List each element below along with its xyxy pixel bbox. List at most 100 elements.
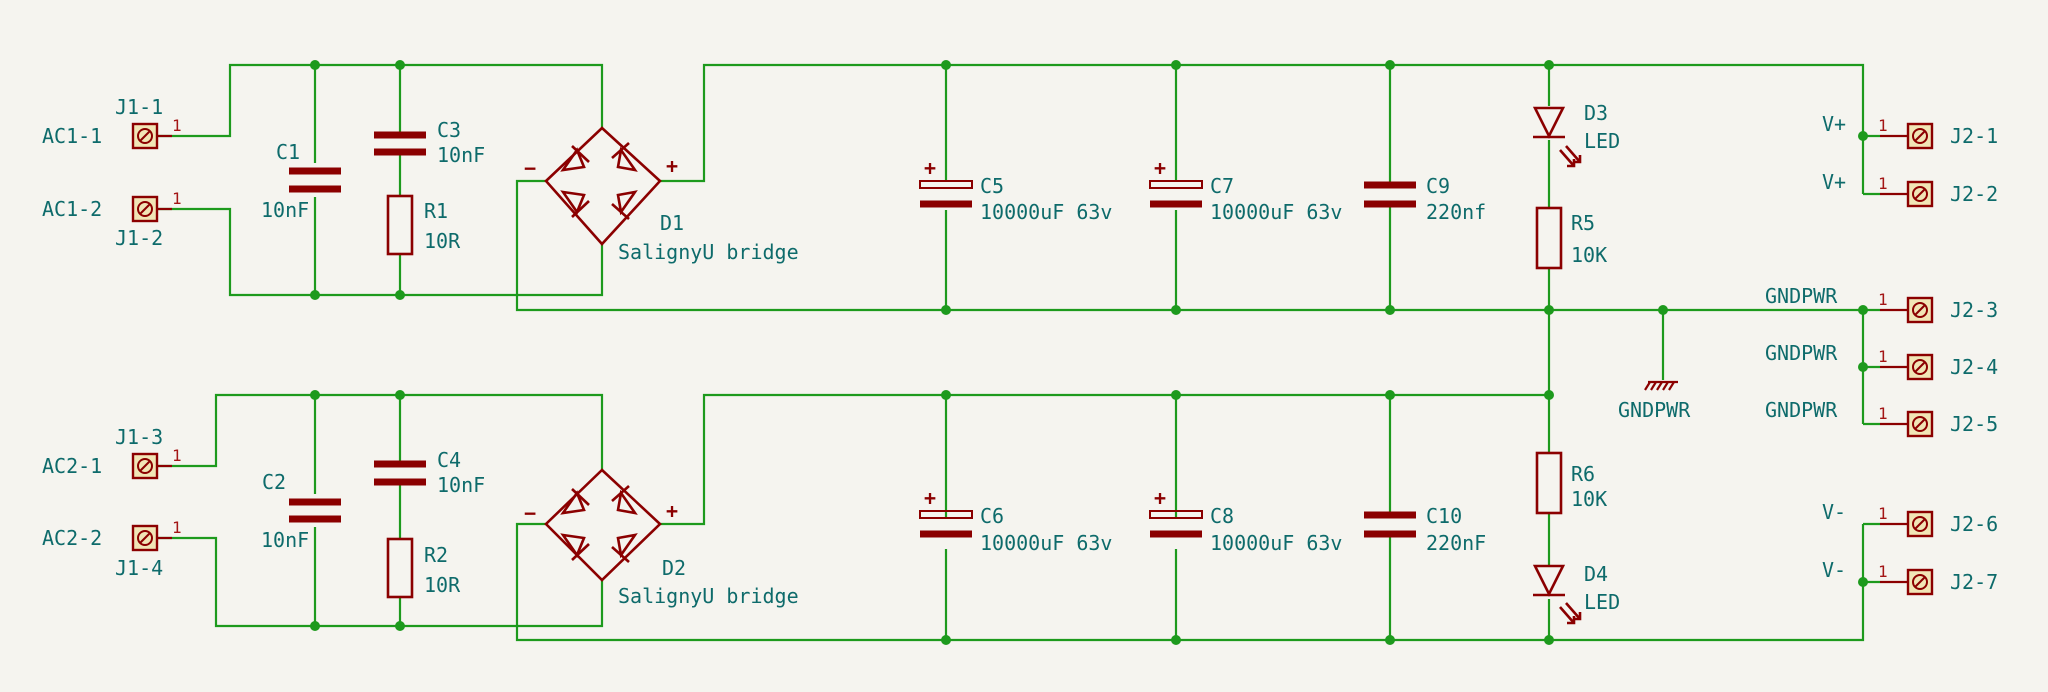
ref-label: C3 xyxy=(437,118,461,142)
net-label: GNDPWR xyxy=(1765,284,1838,308)
ref-label: C8 xyxy=(1210,504,1234,528)
ref-label: J2-6 xyxy=(1950,512,1998,536)
value-label: 10R xyxy=(424,573,461,597)
pin-number: 1 xyxy=(1878,174,1888,193)
capacitor-c8[interactable]: + C8 10000uF 63v xyxy=(1149,486,1342,555)
value-label: 10nF xyxy=(261,528,309,552)
net-label: AC2-2 xyxy=(42,526,102,550)
capacitor-c6[interactable]: + C6 10000uF 63v xyxy=(919,486,1112,555)
minus-sign: − xyxy=(524,501,536,525)
value-label: 10nF xyxy=(437,473,485,497)
pin-number: 1 xyxy=(1878,347,1888,366)
net-label: GNDPWR xyxy=(1765,341,1838,365)
capacitor-c1[interactable]: C1 10nF xyxy=(261,140,341,222)
ref-label: R6 xyxy=(1571,462,1595,486)
ref-label: C5 xyxy=(980,174,1004,198)
net-label: V- xyxy=(1822,558,1846,582)
value-label: 10nF xyxy=(261,198,309,222)
net-label: V+ xyxy=(1822,170,1846,194)
ref-label: J2-3 xyxy=(1950,298,1998,322)
value-label: 10000uF 63v xyxy=(980,200,1112,224)
net-label: GNDPWR xyxy=(1765,398,1838,422)
connector-j1-1[interactable]: 1 J1-1 AC1-1 xyxy=(42,95,182,150)
net-label: V+ xyxy=(1822,112,1846,136)
value-label: 10000uF 63v xyxy=(980,531,1112,555)
ref-label: C7 xyxy=(1210,174,1234,198)
connector-j2-7[interactable]: 1 J2-7 V- xyxy=(1822,558,1998,596)
net-label: V- xyxy=(1822,500,1846,524)
pin-number: 1 xyxy=(1878,504,1888,523)
plus-sign: + xyxy=(666,154,678,178)
ref-label: R5 xyxy=(1571,211,1595,235)
ref-label: C2 xyxy=(262,470,286,494)
net-label: AC1-2 xyxy=(42,197,102,221)
ref-label: J2-7 xyxy=(1950,570,1998,594)
value-label: 220nF xyxy=(1426,531,1486,555)
value-label: SalignyU bridge xyxy=(618,240,799,264)
ref-label: C4 xyxy=(437,448,461,472)
connector-j2-1[interactable]: 1 J2-1 V+ xyxy=(1822,112,1998,150)
bridge-rectifier-d1[interactable]: + − D1 SalignyU bridge xyxy=(524,126,799,264)
led-d4[interactable]: D4 LED xyxy=(1532,562,1620,625)
value-label: SalignyU bridge xyxy=(618,584,799,608)
gnd-label: GNDPWR xyxy=(1618,398,1691,422)
ref-label: D4 xyxy=(1584,562,1608,586)
net-label: AC2-1 xyxy=(42,454,102,478)
ref-label: J1-3 xyxy=(115,425,163,449)
ref-label: D3 xyxy=(1584,101,1608,125)
connector-j1-4[interactable]: 1 J1-4 AC2-2 xyxy=(42,518,182,580)
resistor-r5[interactable]: R5 10K xyxy=(1535,206,1607,270)
value-label: LED xyxy=(1584,129,1620,153)
ref-label: J1-4 xyxy=(115,556,163,580)
wires xyxy=(157,63,1880,642)
value-label: 10K xyxy=(1571,243,1607,267)
capacitor-c2[interactable]: C2 10nF xyxy=(261,470,341,552)
value-label: 10nF xyxy=(437,143,485,167)
connector-j1-2[interactable]: 1 J1-2 AC1-2 xyxy=(42,189,182,250)
capacitor-c10[interactable]: C10 220nF xyxy=(1364,504,1486,555)
ref-label: J2-1 xyxy=(1950,124,1998,148)
capacitor-c9[interactable]: C9 220nf xyxy=(1364,174,1486,224)
bridge-rectifier-d2[interactable]: + − D2 SalignyU bridge xyxy=(524,468,799,608)
resistor-r1[interactable]: R1 10R xyxy=(386,194,461,256)
capacitor-c5[interactable]: + C5 10000uF 63v xyxy=(919,156,1112,224)
connector-j2-6[interactable]: 1 J2-6 V- xyxy=(1822,500,1998,538)
pin-number: 1 xyxy=(172,518,182,537)
ref-label: D1 xyxy=(660,211,684,235)
capacitor-c4[interactable]: C4 10nF xyxy=(374,448,485,497)
capacitor-c7[interactable]: + C7 10000uF 63v xyxy=(1149,156,1342,224)
value-label: 10R xyxy=(424,229,461,253)
ref-label: C6 xyxy=(980,504,1004,528)
polarity-plus: + xyxy=(924,486,936,510)
capacitor-c3[interactable]: C3 10nF xyxy=(374,118,485,167)
pin-number: 1 xyxy=(1878,116,1888,135)
plus-sign: + xyxy=(666,499,678,523)
connector-j2-4[interactable]: 1 J2-4 GNDPWR xyxy=(1765,341,1998,381)
connector-j2-5[interactable]: 1 J2-5 GNDPWR xyxy=(1765,398,1998,438)
ref-label: C10 xyxy=(1426,504,1462,528)
ref-label: C1 xyxy=(276,140,300,164)
polarity-plus: + xyxy=(1154,486,1166,510)
value-label: 10000uF 63v xyxy=(1210,531,1342,555)
connector-j2-3[interactable]: 1 J2-3 GNDPWR xyxy=(1765,284,1998,324)
led-d3[interactable]: D3 LED xyxy=(1532,101,1620,168)
connector-j1-3[interactable]: 1 J1-3 AC2-1 xyxy=(42,425,182,480)
value-label: 10K xyxy=(1571,487,1607,511)
ref-label: J2-5 xyxy=(1950,412,1998,436)
polarity-plus: + xyxy=(1154,156,1166,180)
connector-j2-2[interactable]: 1 J2-2 V+ xyxy=(1822,170,1998,208)
value-label: LED xyxy=(1584,590,1620,614)
ref-label: J1-1 xyxy=(115,95,163,119)
value-label: 10000uF 63v xyxy=(1210,200,1342,224)
ground-symbol: GNDPWR xyxy=(1618,380,1691,422)
pin-number: 1 xyxy=(1878,290,1888,309)
pin-number: 1 xyxy=(172,446,182,465)
junctions xyxy=(310,60,1868,645)
minus-sign: − xyxy=(524,156,536,180)
ref-label: J2-4 xyxy=(1950,355,1998,379)
ref-label: R2 xyxy=(424,543,448,567)
resistor-r2[interactable]: R2 10R xyxy=(386,537,461,599)
resistor-r6[interactable]: R6 10K xyxy=(1535,451,1607,515)
value-label: 220nf xyxy=(1426,200,1486,224)
